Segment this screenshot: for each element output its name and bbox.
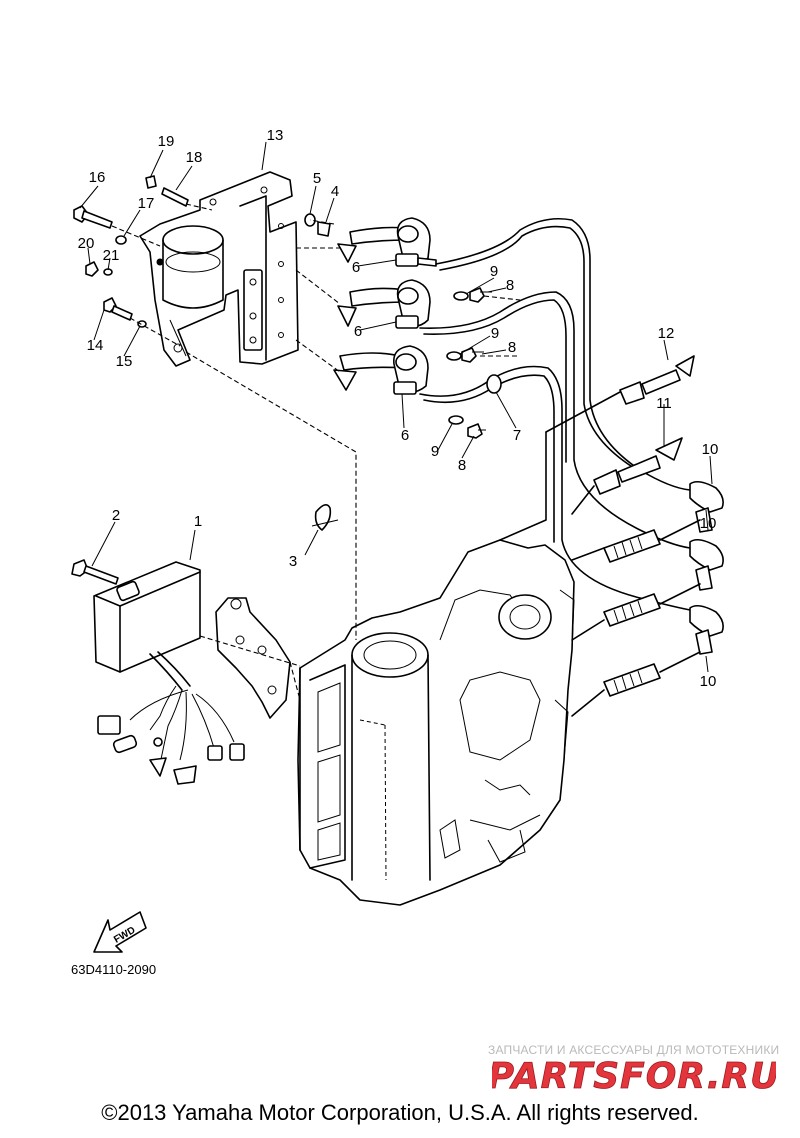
callout-12: 12	[658, 325, 675, 342]
diagram-code: 63D4110-2090	[71, 962, 157, 977]
callout-10a: 10	[702, 441, 719, 458]
callout-3: 3	[289, 553, 297, 570]
leader-lines	[79, 141, 713, 673]
callout-7: 7	[513, 427, 521, 444]
callout-labels: 1 2 3 4 5 6 6 6 7 8 8 8 9 9 9 10 10 10 1…	[78, 127, 719, 690]
callout-8c: 8	[458, 457, 466, 474]
callout-4: 4	[331, 183, 339, 200]
callout-6a: 6	[352, 259, 360, 276]
ignition-coil-3	[333, 345, 429, 395]
cdi-bracket	[215, 597, 291, 719]
watermark-logo-text: PARTSFOR.RU	[492, 1056, 776, 1096]
callout-6c: 6	[401, 427, 409, 444]
clip-3	[311, 504, 339, 531]
callout-16: 16	[89, 169, 106, 186]
callout-17: 17	[138, 195, 155, 212]
bracket-fasteners	[73, 175, 189, 328]
watermark-tagline: ЗАПЧАСТИ И АКСЕССУАРЫ ДЛЯ МОТОТЕХНИКИ	[488, 1043, 780, 1057]
copyright-notice: ©2013 Yamaha Motor Corporation, U.S.A. A…	[101, 1100, 699, 1125]
callout-10c: 10	[700, 673, 717, 690]
ignition-coil-2	[337, 279, 431, 329]
fwd-arrow-icon: FWD	[93, 911, 147, 953]
callout-14: 14	[87, 337, 104, 354]
callout-10b: 10	[700, 515, 717, 532]
engine-block	[297, 539, 575, 906]
plug-cap-11	[593, 437, 683, 495]
callout-19: 19	[158, 133, 175, 150]
spark-plug-caps	[689, 480, 724, 655]
callout-9a: 9	[490, 263, 498, 280]
callout-20: 20	[78, 235, 95, 252]
high-tension-leads	[419, 217, 691, 611]
callout-2: 2	[112, 507, 120, 524]
bolt-4-washer-5	[304, 213, 331, 237]
callout-18: 18	[186, 149, 203, 166]
watermark-logo: PARTSFOR.RU	[492, 1056, 776, 1096]
callout-6b: 6	[354, 323, 362, 340]
callout-1: 1	[194, 513, 202, 530]
plug-cap-12	[619, 355, 695, 405]
callout-21: 21	[103, 247, 120, 264]
callout-8a: 8	[506, 277, 514, 294]
coil-bolts	[446, 287, 492, 439]
callout-5: 5	[313, 170, 321, 187]
assembly-lines	[111, 203, 701, 717]
callout-9b: 9	[491, 325, 499, 342]
callout-15: 15	[116, 353, 133, 370]
ignition-coil-1	[337, 217, 437, 267]
cdi-unit	[71, 559, 245, 785]
coil-bracket	[139, 171, 299, 367]
callout-11: 11	[656, 395, 672, 412]
callout-9c: 9	[431, 443, 439, 460]
spark-plugs	[603, 529, 661, 697]
callout-8b: 8	[508, 339, 516, 356]
callout-13: 13	[267, 127, 284, 144]
